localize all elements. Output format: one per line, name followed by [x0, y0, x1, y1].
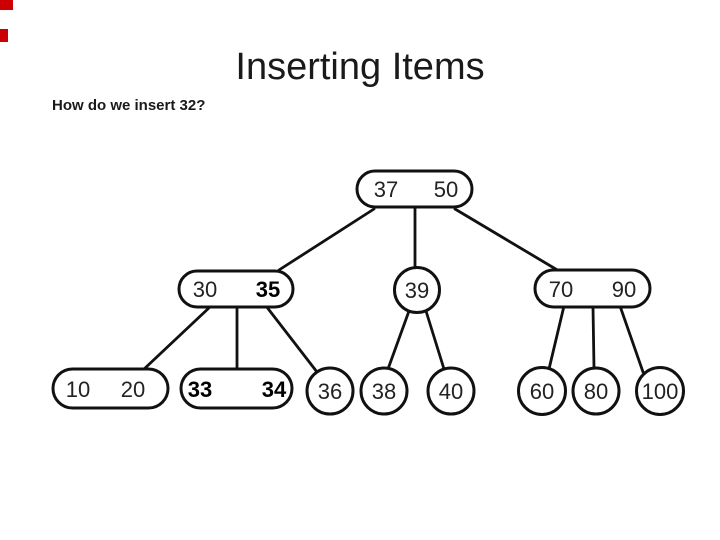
node-key: 40: [439, 379, 463, 404]
node-key: 50: [434, 177, 458, 202]
tree-node-40: 40: [426, 366, 476, 416]
tree-edge: [547, 304, 566, 371]
tree-node-39: 39: [393, 266, 441, 314]
node-key: 33: [188, 377, 212, 402]
tree-edge: [264, 304, 319, 374]
tree-edge: [141, 304, 213, 372]
tree-node-10-20: 10 20: [51, 367, 170, 410]
node-key: 35: [256, 277, 280, 302]
slide-edge-red-marker: [0, 0, 13, 10]
tree-edges: [141, 205, 645, 374]
tree-edge: [618, 304, 645, 374]
node-pill: [533, 268, 652, 309]
node-key: 37: [374, 177, 398, 202]
node-pill: [355, 169, 474, 209]
question-text: How do we insert 32?: [52, 97, 206, 114]
node-pill: [179, 367, 294, 410]
slide-edge-red-marker: [0, 29, 8, 42]
node-circle: [359, 366, 409, 416]
node-key: 39: [405, 278, 429, 303]
node-key: 70: [549, 277, 573, 302]
node-key: 30: [193, 277, 217, 302]
node-circle: [305, 366, 355, 416]
node-key: 100: [642, 379, 679, 404]
tree-edge: [453, 207, 561, 273]
node-key: 20: [121, 377, 145, 402]
node-key: 36: [318, 379, 342, 404]
tree-edge: [591, 305, 596, 370]
tree-edge: [424, 309, 446, 371]
node-circle: [571, 366, 621, 416]
tree-node-100: 100: [635, 366, 685, 416]
node-pill: [51, 367, 170, 410]
tree-edge: [386, 309, 411, 371]
node-circle: [426, 366, 476, 416]
tree-node-70-90: 70 90: [533, 268, 652, 309]
tree-node-37-50: 37 50: [355, 169, 474, 209]
tree-node-36: 36: [305, 366, 355, 416]
node-pill: [177, 269, 295, 309]
node-circle: [393, 266, 441, 314]
tree-node-60: 60: [517, 366, 567, 416]
node-key: 38: [372, 379, 396, 404]
tree-node-30-35: 30 35: [177, 269, 295, 309]
page-title: Inserting Items: [235, 46, 485, 88]
node-key: 10: [66, 377, 90, 402]
node-key: 34: [262, 377, 287, 402]
node-key: 80: [584, 379, 608, 404]
tree-node-33-34: 33 34: [179, 367, 294, 410]
node-circle: [517, 366, 567, 416]
node-circle: [635, 366, 685, 416]
node-key: 60: [530, 379, 554, 404]
tree-edge: [277, 207, 376, 272]
node-key: 90: [612, 277, 636, 302]
tree-node-38: 38: [359, 366, 409, 416]
tree-node-80: 80: [571, 366, 621, 416]
